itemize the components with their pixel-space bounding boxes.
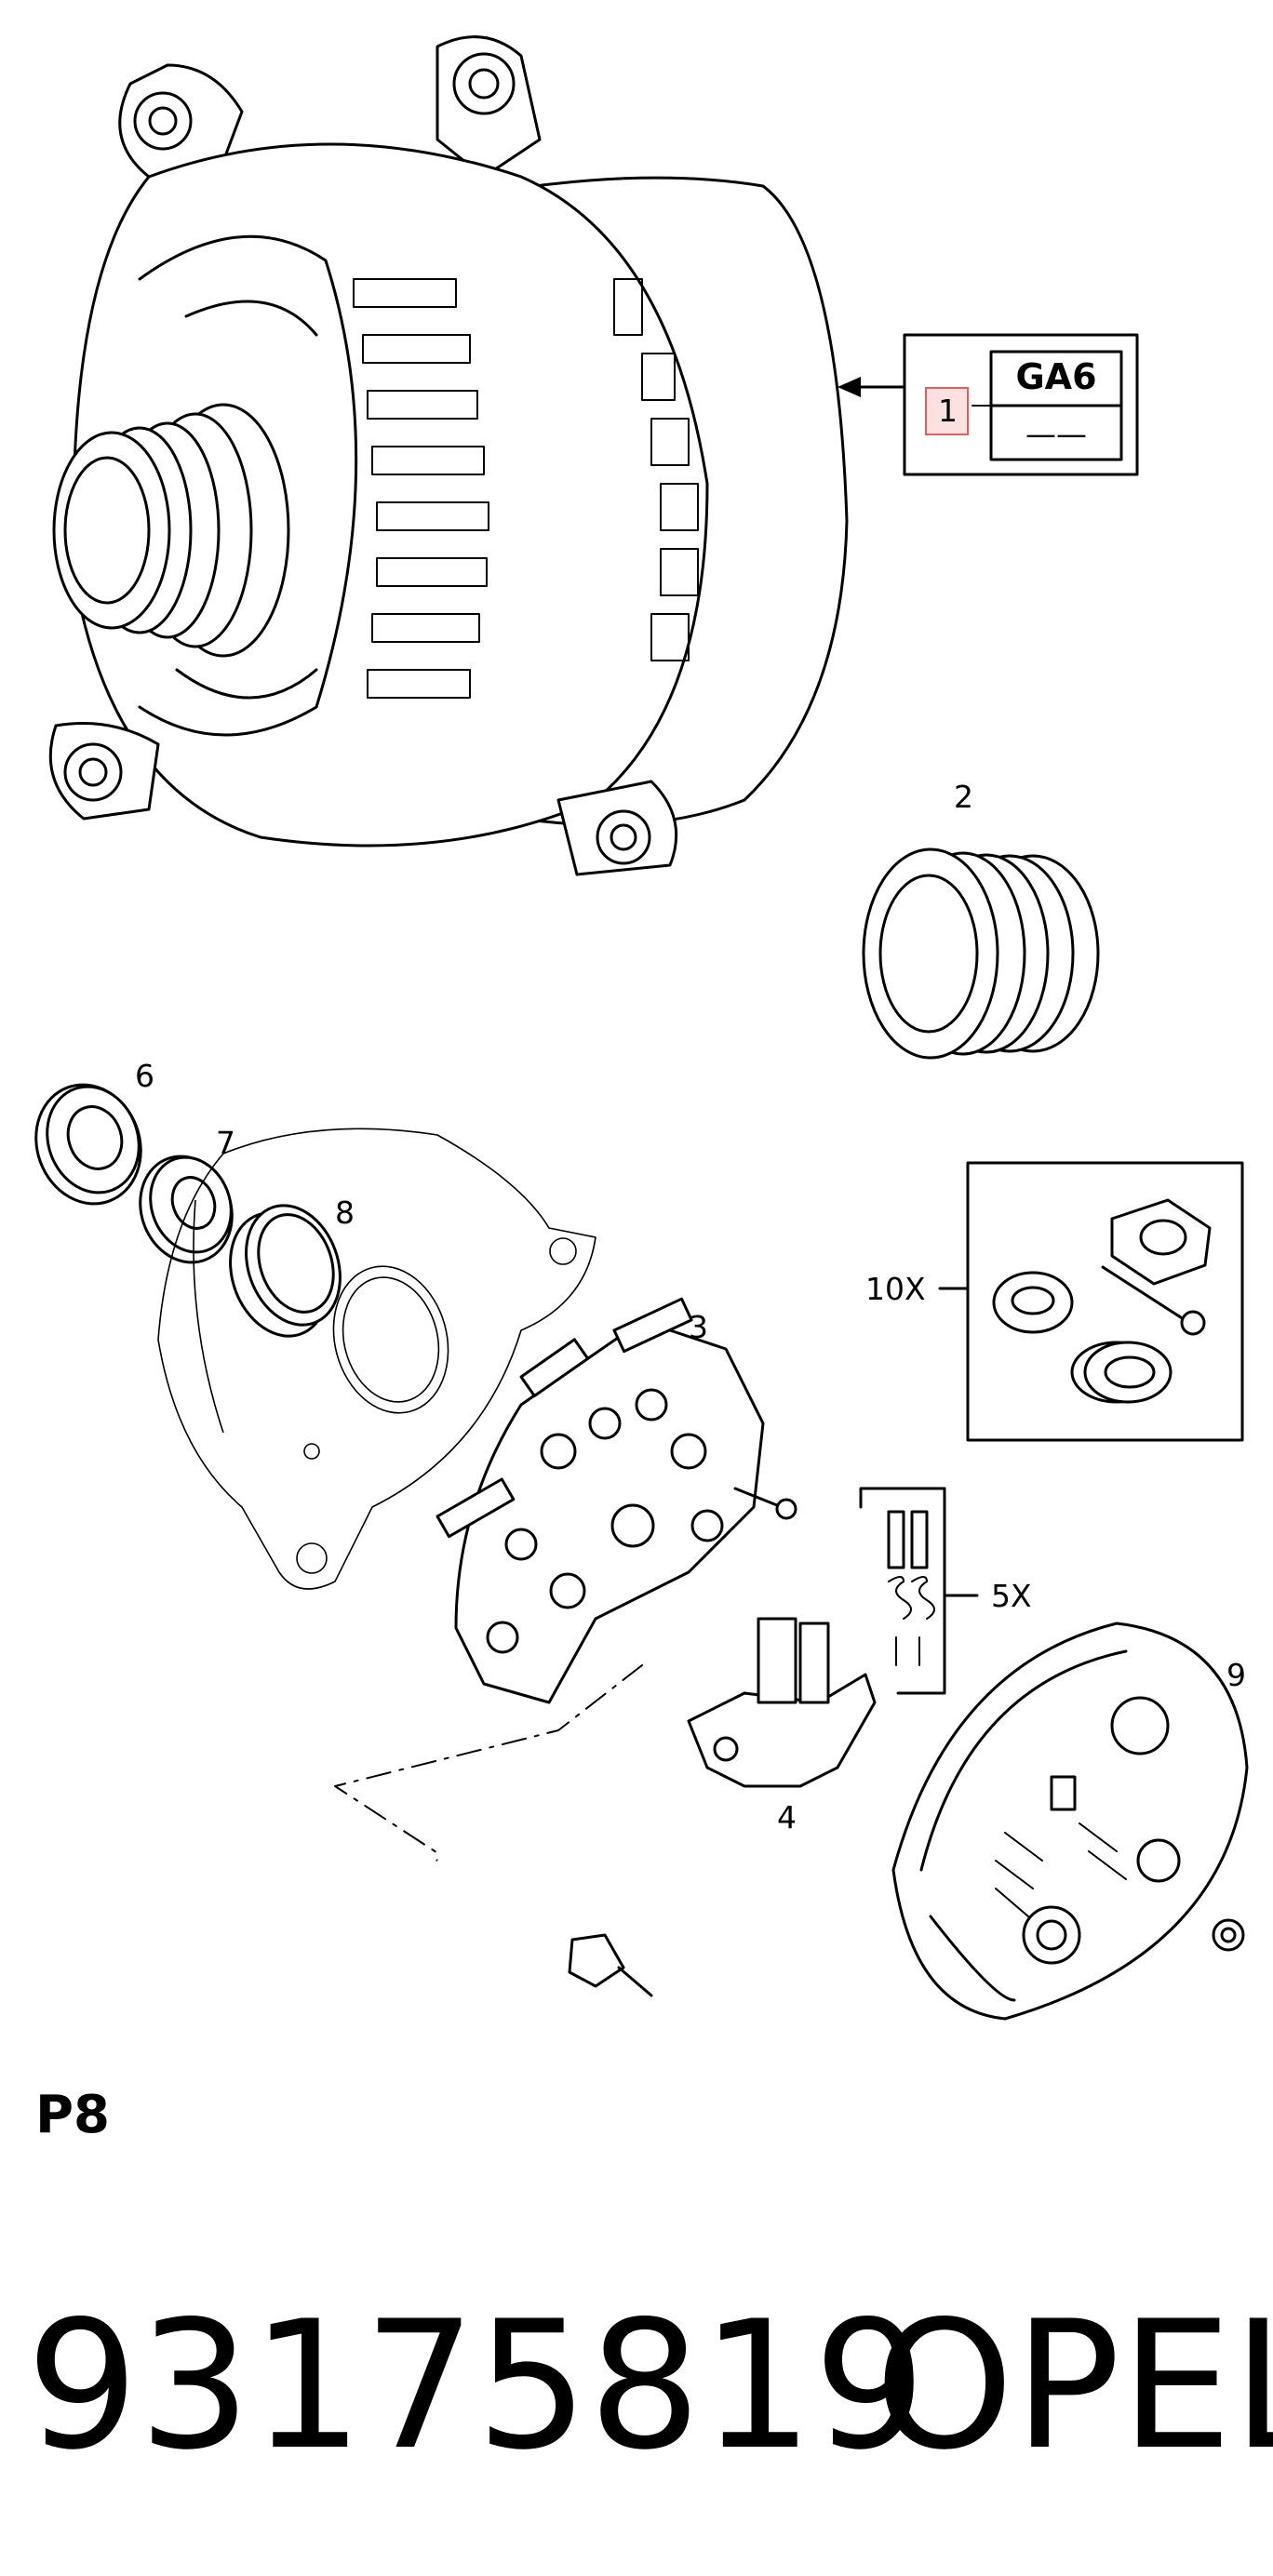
alternator-assembly xyxy=(48,35,906,876)
hardware-kit: 10X xyxy=(865,1161,1244,1442)
callout-8: 8 xyxy=(335,1195,355,1231)
brush-set: 5X xyxy=(859,1487,1032,1695)
brand-name: OPEL xyxy=(875,2283,1273,2489)
callout-4: 4 xyxy=(777,1799,797,1835)
part-number: 93175819 xyxy=(26,2283,926,2489)
pulley: 2 xyxy=(862,779,1100,1060)
callout-9: 9 xyxy=(1226,1657,1246,1693)
bearing-6: 6 xyxy=(34,1058,154,1206)
callout-7: 7 xyxy=(216,1125,235,1161)
spec-box: 1 GA6 —— xyxy=(903,333,1139,476)
rectifier-plate: 3 xyxy=(436,1297,797,1704)
brush-holder: 4 xyxy=(687,1617,877,1835)
callout-1: 1 xyxy=(938,393,958,429)
through-bolt xyxy=(436,1858,653,1997)
bearing-7: 7 xyxy=(139,1125,235,1264)
ghost-end-housing xyxy=(157,1128,596,1590)
callout-5: 5X xyxy=(991,1578,1032,1614)
sleeve-8: 8 xyxy=(229,1195,355,1338)
highlight-callout-1[interactable] xyxy=(925,387,969,435)
callout-3: 3 xyxy=(689,1309,708,1345)
rear-cover: 9 xyxy=(891,1622,1249,2021)
callout-2: 2 xyxy=(954,779,973,815)
spec-code: GA6 xyxy=(1015,356,1096,397)
spec-value: —— xyxy=(1025,416,1087,452)
page-reference: P8 xyxy=(35,2085,110,2145)
callout-10: 10X xyxy=(865,1271,926,1307)
callout-6: 6 xyxy=(135,1058,154,1094)
